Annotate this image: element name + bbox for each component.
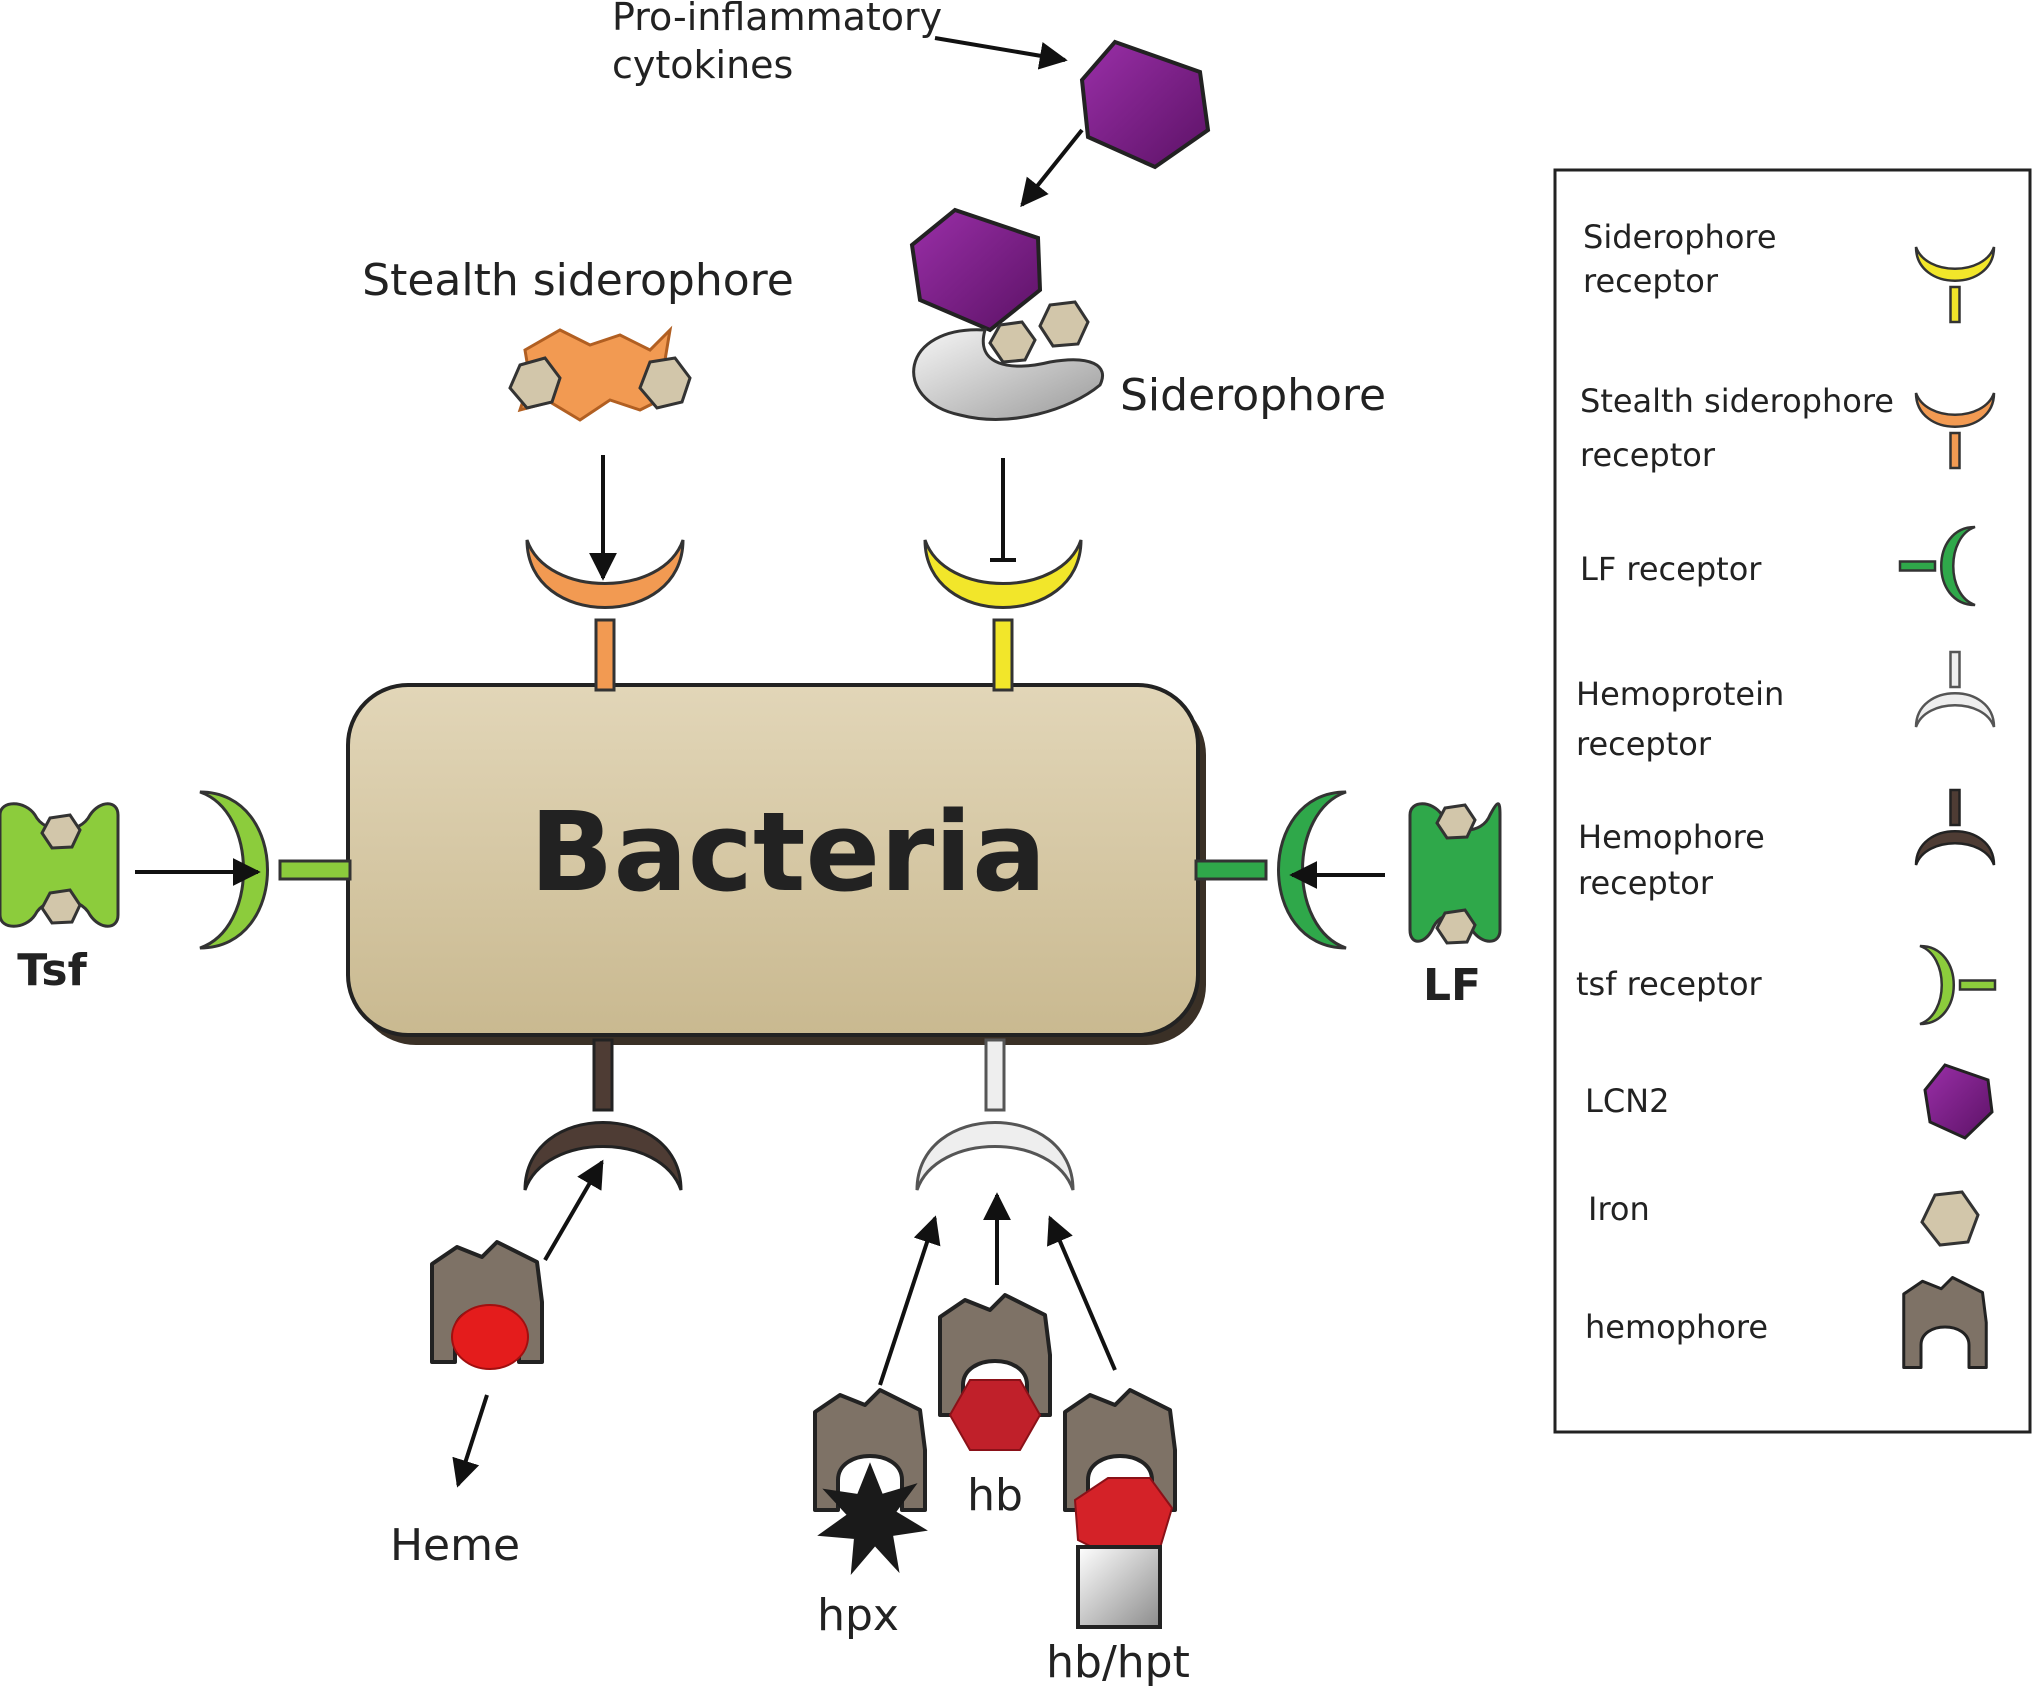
heme-label: Heme — [390, 1520, 520, 1571]
hemophore-hbhpt-complex — [1063, 1388, 1177, 1562]
legend-label: LCN2 — [1585, 1082, 1669, 1120]
pro-inflammatory-label-line1: Pro-inflammatory — [612, 0, 942, 39]
lf-receptor — [1194, 790, 1348, 950]
lf-label: LF — [1423, 960, 1481, 1011]
hemophore-hpx-complex — [813, 1388, 928, 1576]
legend-label: tsf receptor — [1576, 965, 1763, 1003]
hemophore-receptor — [523, 1038, 683, 1192]
lcn2-upper-icon — [1079, 39, 1211, 170]
hbhpt-label: hb/hpt — [1046, 1637, 1190, 1688]
legend-label: Hemoprotein — [1576, 675, 1784, 713]
iron-icon — [40, 888, 82, 925]
arrow-lcn2-down — [1020, 128, 1084, 208]
lcn2-lower-icon — [909, 207, 1043, 333]
hpx-label: hpx — [817, 1590, 899, 1641]
hemoprotein-receptor — [915, 1038, 1075, 1192]
legend: Siderophore receptor Stealth siderophore… — [1553, 168, 2032, 1434]
hpt-icon — [1076, 1545, 1162, 1629]
iron-icon — [40, 813, 82, 850]
arrow-hbhpt-to-receptor — [1047, 1215, 1117, 1371]
iron-icon — [1920, 1190, 1980, 1247]
hemophore-heme-complex — [430, 1240, 544, 1370]
arrow-cytokines-to-lcn2 — [934, 36, 1068, 70]
legend-label: LF receptor — [1580, 550, 1762, 588]
siderophore-shell-icon — [912, 328, 1104, 421]
hb-label: hb — [967, 1470, 1023, 1521]
iron-icon — [508, 356, 562, 410]
tsf-label: Tsf — [17, 945, 87, 996]
arrow-hpx-to-receptor — [878, 1215, 941, 1386]
iron-icon — [1435, 803, 1477, 840]
legend-label: Siderophore — [1583, 218, 1777, 256]
hpx-icon — [817, 1462, 928, 1576]
bacteria-label: Bacteria — [530, 788, 1047, 916]
arrow-hemophore-to-heme — [452, 1394, 489, 1488]
tsf-protein — [0, 802, 120, 928]
bacteria-cell: Bacteria — [346, 683, 1206, 1045]
siderophore-receptor — [923, 538, 1083, 692]
stealth-siderophore-label: Stealth siderophore — [362, 255, 794, 306]
arrow-hemophore-to-receptor — [543, 1159, 604, 1262]
legend-label: receptor — [1576, 725, 1712, 763]
iron-icon — [1038, 300, 1090, 348]
pro-inflammatory-label-line2: cytokines — [612, 43, 793, 87]
legend-label: hemophore — [1585, 1308, 1768, 1346]
hemophore-hb-complex — [938, 1293, 1052, 1451]
iron-icon — [638, 356, 692, 410]
heme-icon — [451, 1304, 529, 1370]
lf-protein — [1408, 802, 1502, 945]
siderophore-label: Siderophore — [1120, 370, 1386, 421]
iron-icon — [988, 320, 1037, 364]
legend-label: Iron — [1588, 1190, 1650, 1228]
legend-label: Stealth siderophore — [1580, 382, 1894, 420]
legend-label: receptor — [1580, 436, 1716, 474]
legend-label: receptor — [1583, 262, 1719, 300]
iron-icon — [1435, 908, 1477, 945]
lcn2-icon — [1923, 1063, 1994, 1140]
hb-icon — [948, 1379, 1042, 1451]
legend-label: Hemophore — [1578, 818, 1765, 856]
legend-label: receptor — [1578, 864, 1714, 902]
